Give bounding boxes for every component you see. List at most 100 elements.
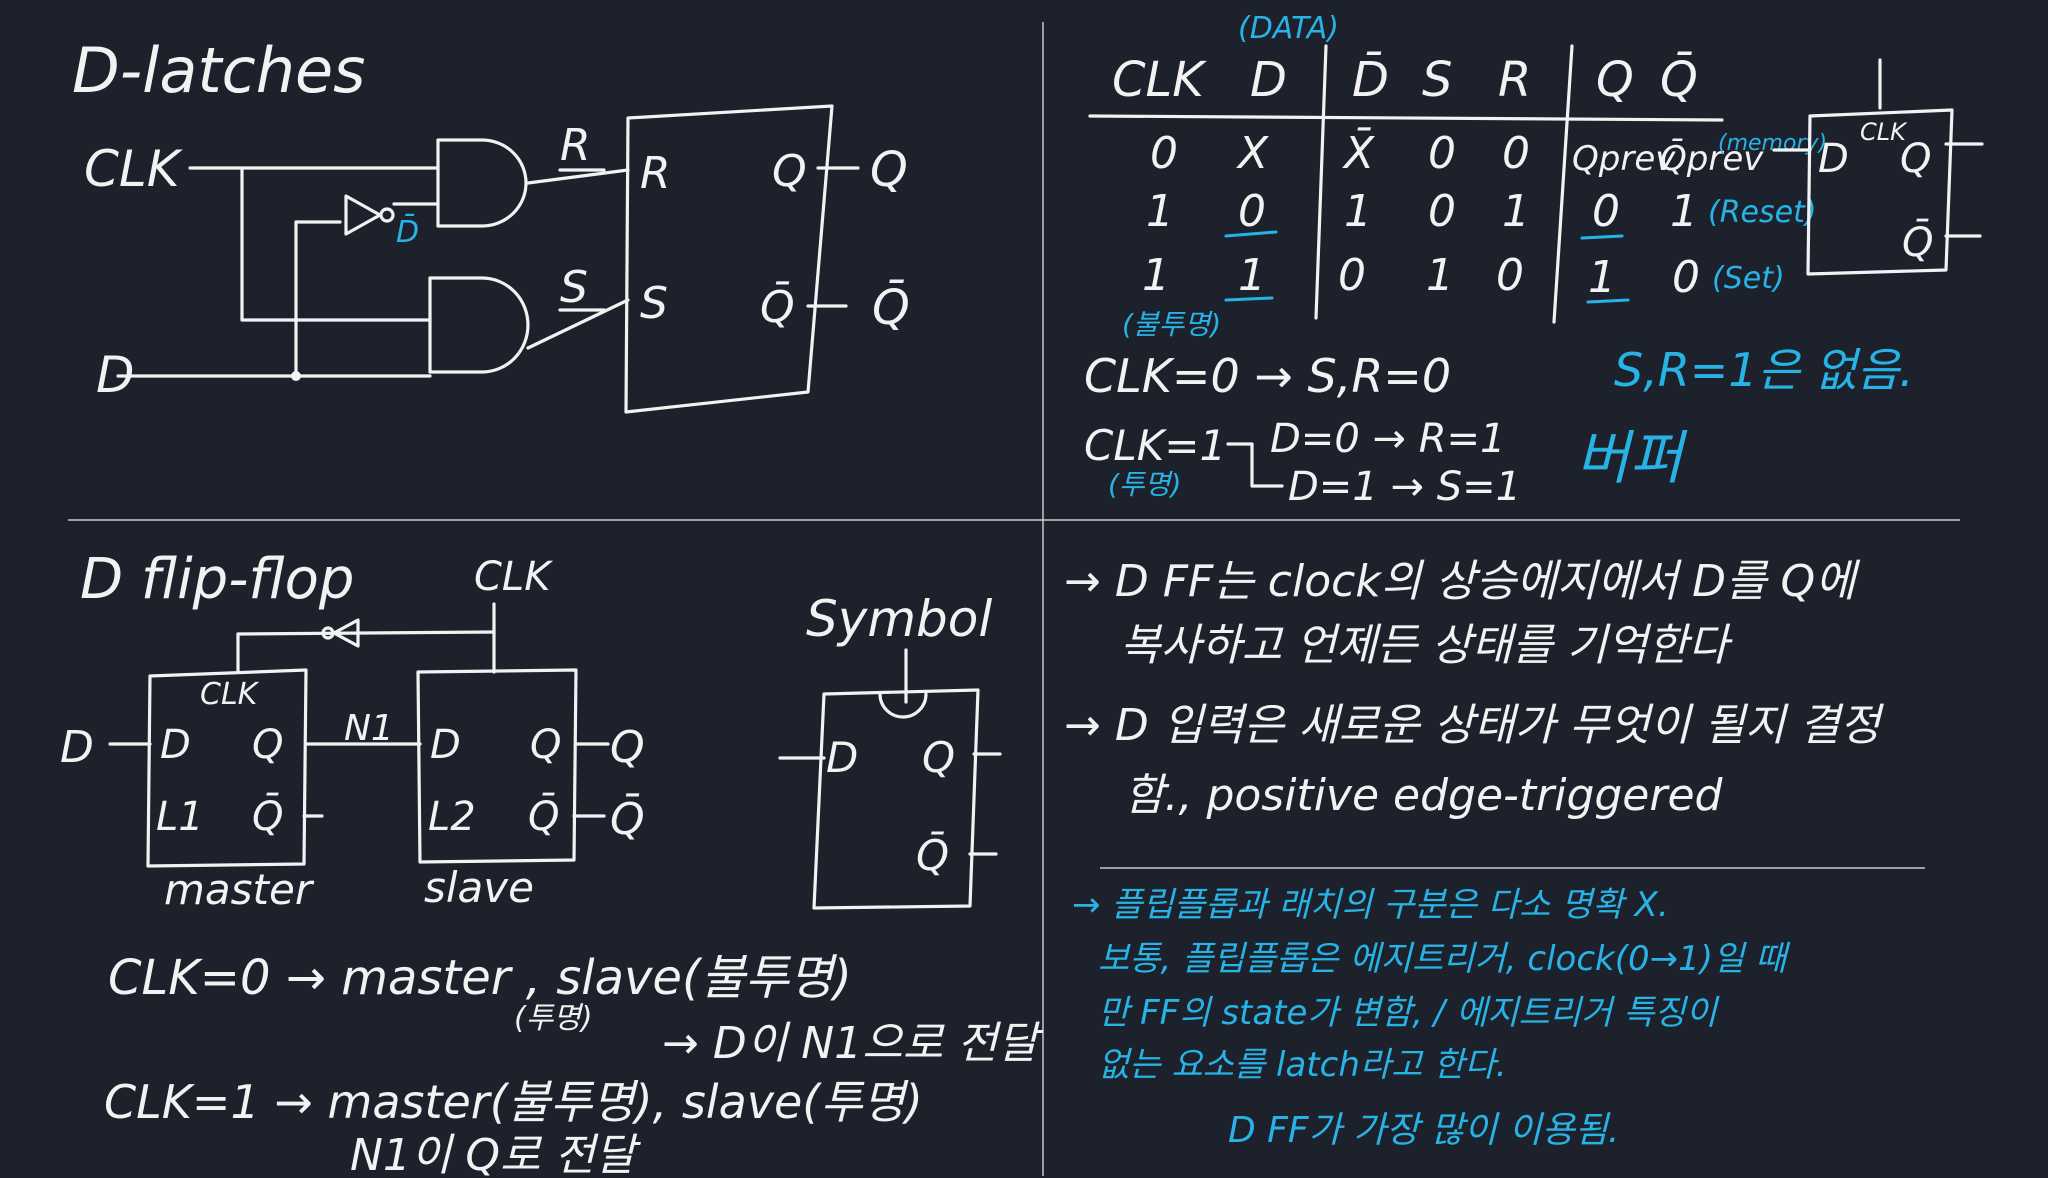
note-d1: D=1 → S=1 xyxy=(1288,464,1521,510)
rnote-line3: → D 입력은 새로운 상태가 무엇이 될지 결정 xyxy=(1064,700,1885,751)
symbol-d: D xyxy=(1818,136,1849,182)
slave-label: slave xyxy=(424,863,534,912)
slave-qbar: Q̄ xyxy=(528,792,559,840)
latch-and-gate-s xyxy=(428,276,530,374)
cell: X̄ xyxy=(1342,126,1375,179)
master-latch: CLK D Q L1 Q̄ master xyxy=(146,668,315,914)
truth-table-section: (DATA) CLK D D̄ S R Q Q̄ 0 X X̄ 0 0 Qpre… xyxy=(1088,11,1984,341)
th-d: D xyxy=(1250,52,1287,108)
data-annotation: (DATA) xyxy=(1238,11,1339,46)
dff-symbol-q: Q xyxy=(922,733,955,782)
ff-note-clk0-result: → D이 N1으로 전달 xyxy=(662,1018,1044,1069)
ff-d-in: D xyxy=(60,722,94,773)
rnote-line2: 복사하고 언제든 상태를 기억한다 xyxy=(1120,620,1733,671)
cell: 1 xyxy=(1502,186,1530,237)
symbol-q: Q xyxy=(1900,136,1931,182)
row-note-set: (Set) xyxy=(1712,261,1785,296)
opaque-note: (불투명) xyxy=(1122,308,1221,341)
slave-d: D xyxy=(430,722,461,768)
cell: 0 xyxy=(1502,128,1530,179)
slave-q: Q xyxy=(530,722,561,768)
cell: 0 xyxy=(1592,186,1620,237)
cell: 0 xyxy=(1338,250,1366,301)
ff-note-clk0: CLK=0 → master , slave(불투명) xyxy=(108,950,852,1006)
cell: 1 xyxy=(1670,186,1698,237)
th-qbar: Q̄ xyxy=(1660,51,1698,108)
truth-table-row: 1 0 1 0 1 0 1 xyxy=(1146,186,1698,237)
dff-symbol-d: D xyxy=(826,733,858,782)
note-clk0: CLK=0 → S,R=0 xyxy=(1084,349,1451,403)
rnote-blue4: 없는 요소를 latch라고 한다. xyxy=(1098,1045,1507,1085)
latch-wires xyxy=(116,166,630,378)
ff-clk-label: CLK xyxy=(474,554,553,600)
row-note-reset: (Reset) xyxy=(1708,195,1817,230)
latch-notes: CLK=0 → S,R=0 S,R=1은 없음. CLK=1 D=0 → R=1… xyxy=(1084,343,1914,510)
latch-clk-label: CLK xyxy=(84,140,184,198)
ff-symbol-title: Symbol xyxy=(806,590,992,648)
latch-out-q: Q xyxy=(870,142,908,198)
cell: 1 xyxy=(1142,250,1170,301)
master-q: Q xyxy=(252,722,283,768)
latch-s-label: S xyxy=(560,262,588,313)
truth-table-headers: CLK D D̄ S R Q Q̄ xyxy=(1112,51,1698,108)
ff-n1-label: N1 xyxy=(344,708,394,749)
latch-title: D-latches xyxy=(72,34,365,107)
th-q: Q xyxy=(1596,52,1634,108)
cell: 1 xyxy=(1588,252,1616,303)
quadrant-dividers xyxy=(68,22,1960,1176)
note-transparent: (투명) xyxy=(1108,468,1181,501)
ff-out-qbar: Q̄ xyxy=(610,792,645,845)
cell: X xyxy=(1236,128,1269,179)
cell: 1 xyxy=(1238,250,1266,301)
sr-box-s: S xyxy=(640,278,668,329)
dff-symbol-qbar: Q̄ xyxy=(916,829,949,880)
truth-table-highlights xyxy=(1224,230,1630,304)
cell: 0 xyxy=(1428,186,1456,237)
rnote-line4: 함., positive edge-triggered xyxy=(1124,770,1724,821)
latch-out-qbar: Q̄ xyxy=(872,279,910,336)
th-s: S xyxy=(1422,52,1452,108)
note-buffer: 버퍼 xyxy=(1576,424,1688,492)
ff-title: D flip-flop xyxy=(80,547,354,612)
note-clk1: CLK=1 xyxy=(1084,421,1226,470)
cell: 0 xyxy=(1672,252,1700,303)
cell: 1 xyxy=(1426,250,1454,301)
d-latch-section: D-latches CLK D D̄ R S R S Q xyxy=(72,34,910,414)
truth-table-lines xyxy=(1088,44,1724,324)
rnote-line1: → D FF는 clock의 상승에지에서 D를 Q에 xyxy=(1064,556,1861,607)
master-l: L1 xyxy=(156,794,204,840)
ff-note-clk1: CLK=1 → master(불투명), slave(투명) xyxy=(104,1075,923,1129)
rnote-blue5: D FF가 가장 많이 이용됨. xyxy=(1228,1110,1619,1151)
latch-dbar-label: D̄ xyxy=(396,214,419,250)
th-r: R xyxy=(1498,52,1531,108)
ff-clock-inverter xyxy=(332,618,360,648)
cell: 0 xyxy=(1496,250,1524,301)
master-qbar: Q̄ xyxy=(252,792,283,840)
th-dbar: D̄ xyxy=(1352,51,1389,108)
truth-table-row: 0 X X̄ 0 0 Qprev Q̄prev xyxy=(1150,126,1764,179)
cell: 0 xyxy=(1150,128,1178,179)
cell: 1 xyxy=(1344,186,1372,237)
slave-l: L2 xyxy=(428,794,476,840)
rnote-blue1: → 플립플롭과 래치의 구분은 다소 명확 X. xyxy=(1072,885,1669,925)
ff-out-q: Q xyxy=(610,722,645,773)
d-flipflop-section: D flip-flop CLK D CLK D Q L1 Q̄ master N… xyxy=(60,547,1002,914)
ff-note-clk1-result: N1이 Q로 전달 xyxy=(350,1130,641,1178)
latch-not-gate xyxy=(344,194,395,236)
sr-box-r: R xyxy=(640,148,671,199)
rnote-blue2: 보통, 플립플롭은 에지트리거, clock(0→1)일 때 xyxy=(1098,939,1791,979)
dff-symbol: D Q Q̄ xyxy=(778,648,1002,910)
note-d0: D=0 → R=1 xyxy=(1270,416,1505,462)
master-d: D xyxy=(160,722,191,768)
note-sr-none: S,R=1은 없음. xyxy=(1614,343,1914,397)
cell: 1 xyxy=(1146,186,1174,237)
sr-box-qbar: Q̄ xyxy=(760,280,795,333)
latch-junction xyxy=(291,371,301,381)
rnote-blue3: 만 FF의 state가 변함, / 에지트리거 특징이 xyxy=(1098,993,1720,1033)
ff-note-clk0-transparent: (투명) xyxy=(514,1001,593,1036)
symbol-qbar: Q̄ xyxy=(1902,218,1933,266)
symbol-clk: CLK xyxy=(1860,118,1908,146)
th-clk: CLK xyxy=(1112,52,1207,108)
latch-r-label: R xyxy=(560,120,591,171)
latch-and-gate-r xyxy=(436,138,528,228)
